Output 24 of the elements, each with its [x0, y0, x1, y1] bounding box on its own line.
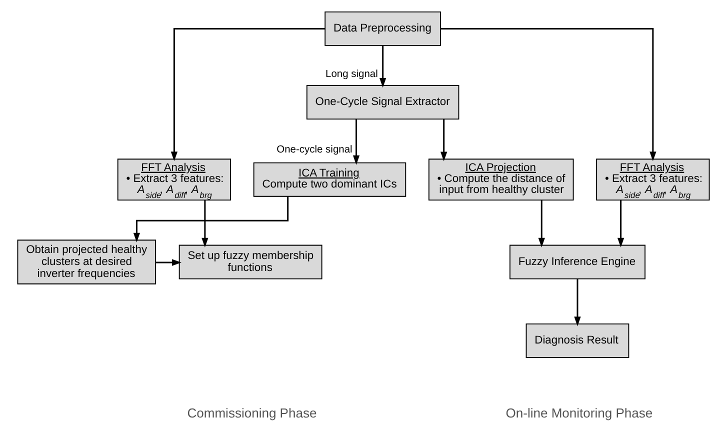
- label: On-line Monitoring Phase: [506, 406, 653, 421]
- edge-label: One-cycle signal: [276, 144, 352, 156]
- arrow: [156, 259, 182, 266]
- arrow: [380, 46, 386, 88]
- node-box: One-Cycle Signal Extractor: [306, 85, 460, 120]
- arrow: [170, 28, 325, 162]
- node-box: Set up fuzzy membership functions: [178, 244, 322, 280]
- arrow: [574, 279, 581, 326]
- node-box: FFT Analysis • Extract 3 features: A$_{side}$, A$_{diff}$, A$_{brg}$: [117, 158, 231, 201]
- arrow: [352, 119, 360, 165]
- arrow: [538, 200, 545, 248]
- node-box: Fuzzy Inference Engine: [510, 244, 646, 280]
- arrow: [202, 200, 208, 248]
- arrow: [617, 200, 624, 248]
- label: Commissioning Phase: [187, 406, 317, 421]
- arrow: [133, 196, 289, 242]
- node-box: ICA Projection • Compute the distance of input from healthy cluster: [428, 158, 574, 201]
- node-box: Obtain projected healthy clusters at desired inverter frequencies: [17, 240, 156, 284]
- arrow: [440, 119, 448, 162]
- edge-label: Long signal: [326, 68, 378, 80]
- node-box: Data Preprocessing: [324, 11, 442, 46]
- arrow: [440, 28, 656, 162]
- node-box: ICA Training Compute two dominant ICs: [253, 162, 406, 197]
- node-box: Diagnosis Result: [526, 323, 630, 358]
